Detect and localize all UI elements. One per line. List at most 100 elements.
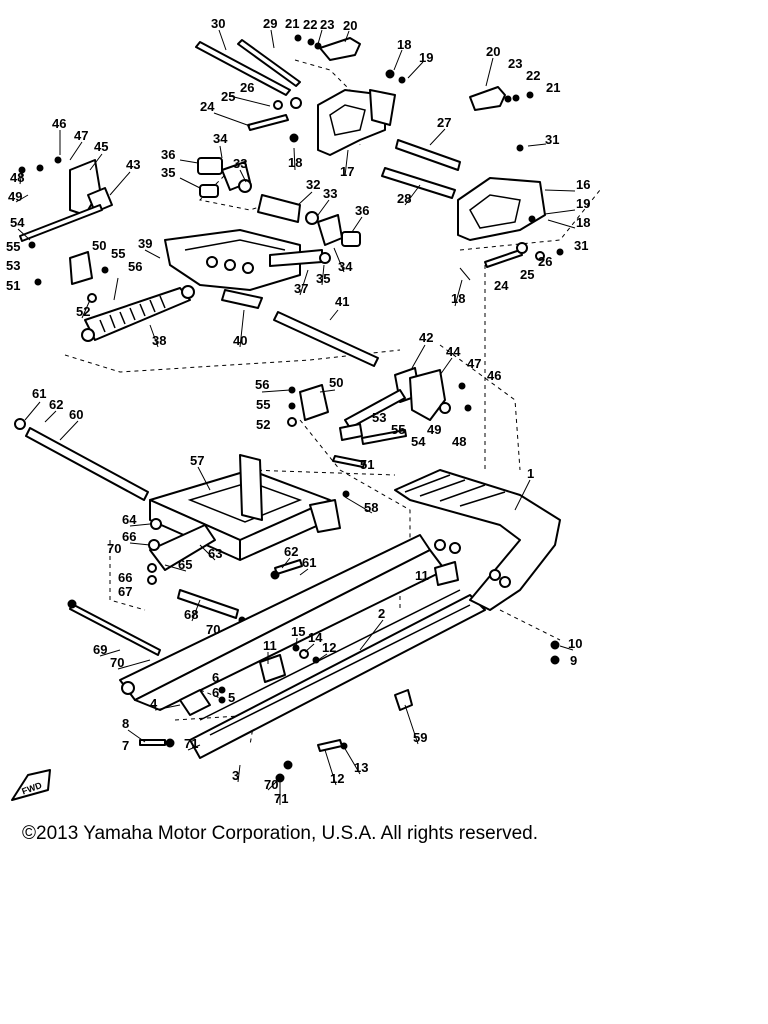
part-callout-34: 34 <box>338 259 353 274</box>
part-callout-51: 51 <box>360 457 374 472</box>
part-callout-23: 23 <box>320 17 334 32</box>
part-callout-33: 33 <box>233 156 247 171</box>
part-callout-18: 18 <box>576 215 590 230</box>
part-callout-58: 58 <box>364 500 378 515</box>
part-callout-40: 40 <box>233 333 247 348</box>
part-callout-66: 66 <box>122 529 136 544</box>
part-callout-48: 48 <box>10 170 24 185</box>
left-linkage <box>18 156 119 303</box>
part-callout-20: 20 <box>486 44 500 59</box>
part-callout-50: 50 <box>92 238 106 253</box>
part-callout-55: 55 <box>256 397 270 412</box>
part-callout-71: 71 <box>184 736 198 751</box>
part-callout-20: 20 <box>343 18 357 33</box>
part-callout-67: 67 <box>118 584 132 599</box>
part-callout-44: 44 <box>446 344 461 359</box>
cross-shafts <box>381 139 461 199</box>
copyright-notice: ©2013 Yamaha Motor Corporation, U.S.A. A… <box>22 823 538 844</box>
part-callout-62: 62 <box>49 397 63 412</box>
part-callout-18: 18 <box>451 291 465 306</box>
part-callout-47: 47 <box>467 356 481 371</box>
part-callout-21: 21 <box>285 16 299 31</box>
part-callout-42: 42 <box>419 330 433 345</box>
part-callout-13: 13 <box>354 760 368 775</box>
upper-right-bracket <box>457 86 546 241</box>
part-callout-25: 25 <box>221 89 235 104</box>
part-callout-64: 64 <box>122 512 137 527</box>
part-callout-61: 61 <box>32 386 46 401</box>
part-callout-29: 29 <box>263 16 277 31</box>
part-callout-11: 11 <box>263 638 277 653</box>
part-callout-37: 37 <box>294 281 308 296</box>
part-callout-11: 11 <box>415 568 429 583</box>
part-callout-36: 36 <box>355 203 369 218</box>
part-callout-61: 61 <box>302 555 316 570</box>
part-callout-16: 16 <box>576 177 590 192</box>
assembly-guide-lines <box>64 59 601 746</box>
part-callout-19: 19 <box>576 196 590 211</box>
rear-pivot-rods <box>195 34 322 131</box>
part-callout-12: 12 <box>330 771 344 786</box>
part-callout-14: 14 <box>308 630 323 645</box>
part-callout-31: 31 <box>574 238 588 253</box>
front-arm-assembly <box>164 157 361 309</box>
part-callout-17: 17 <box>340 164 354 179</box>
part-callout-55: 55 <box>391 422 405 437</box>
part-callout-6: 6 <box>212 685 219 700</box>
long-shaft <box>273 311 379 367</box>
part-callout-26: 26 <box>538 254 552 269</box>
part-callout-50: 50 <box>329 375 343 390</box>
drive-track <box>394 469 561 611</box>
part-callout-5: 5 <box>228 690 235 705</box>
part-callout-69: 69 <box>93 642 107 657</box>
part-callout-51: 51 <box>6 278 20 293</box>
part-callout-47: 47 <box>74 128 88 143</box>
part-callout-28: 28 <box>397 191 411 206</box>
callout-leaders <box>15 29 576 805</box>
part-callout-18: 18 <box>288 155 302 170</box>
part-callout-41: 41 <box>335 294 349 309</box>
part-callout-18: 18 <box>397 37 411 52</box>
fwd-arrow-icon: FWD <box>11 769 51 801</box>
part-callout-9: 9 <box>570 653 577 668</box>
part-callout-31: 31 <box>545 132 559 147</box>
part-callout-56: 56 <box>128 259 142 274</box>
part-callout-70: 70 <box>206 622 220 637</box>
front-swing-arm <box>147 518 303 624</box>
part-callout-6: 6 <box>212 670 219 685</box>
part-callout-27: 27 <box>437 115 451 130</box>
part-callout-53: 53 <box>372 410 386 425</box>
part-callout-4: 4 <box>150 696 158 711</box>
part-callout-34: 34 <box>213 131 228 146</box>
right-pivot-hardware <box>459 242 564 281</box>
part-callout-70: 70 <box>107 541 121 556</box>
shock-absorber <box>81 285 195 342</box>
part-callout-26: 26 <box>240 80 254 95</box>
part-callout-43: 43 <box>126 157 140 172</box>
part-callout-1: 1 <box>527 466 534 481</box>
part-callout-45: 45 <box>94 139 108 154</box>
upper-left-bracket <box>289 37 406 156</box>
part-callout-2: 2 <box>378 606 385 621</box>
part-callout-24: 24 <box>200 99 215 114</box>
part-callout-57: 57 <box>190 453 204 468</box>
part-callout-19: 19 <box>419 50 433 65</box>
part-callout-49: 49 <box>427 422 441 437</box>
part-callout-39: 39 <box>138 236 152 251</box>
part-callout-70: 70 <box>264 777 278 792</box>
center-frame <box>149 454 350 561</box>
part-callout-70: 70 <box>110 655 124 670</box>
part-callout-23: 23 <box>508 56 522 71</box>
part-callout-59: 59 <box>413 730 427 745</box>
part-callout-71: 71 <box>274 791 288 806</box>
part-callout-60: 60 <box>69 407 83 422</box>
part-callout-65: 65 <box>178 557 192 572</box>
part-callout-38: 38 <box>152 333 166 348</box>
part-callout-22: 22 <box>303 17 317 32</box>
part-callout-68: 68 <box>184 607 198 622</box>
part-callout-56: 56 <box>255 377 269 392</box>
lower-hardware <box>139 640 560 783</box>
part-callout-7: 7 <box>122 738 129 753</box>
part-callout-25: 25 <box>520 267 534 282</box>
